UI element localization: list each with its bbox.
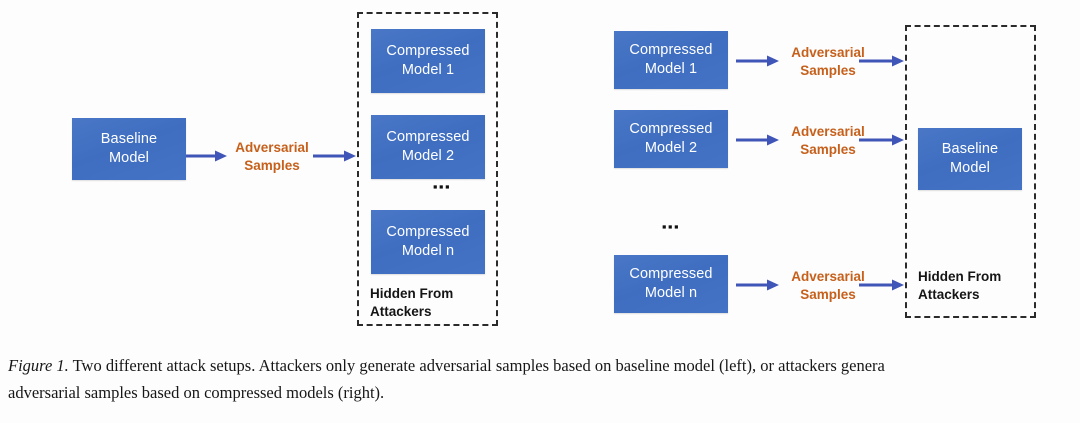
figure-caption-line2: adversarial samples based on compressed … — [8, 383, 385, 403]
right-arrow-model2-to-samples — [736, 133, 780, 147]
right-arrow-samples2-to-baseline — [859, 133, 905, 147]
left-arrow-samples-to-hidden-box — [313, 149, 357, 163]
left-compressed-model-2-line2: Model 2 — [401, 148, 455, 164]
right-adversarial-samples-2-line1: Adversarial — [791, 124, 865, 139]
left-adversarial-samples-line2: Samples — [244, 157, 300, 173]
left-ellipsis: ▪▪▪ — [432, 179, 452, 194]
left-compressed-model-2-box: Compressed Model 2 — [371, 115, 485, 179]
right-compressed-model-1-line2: Model 1 — [644, 61, 698, 77]
left-baseline-model-line1: Baseline — [100, 131, 158, 148]
right-compressed-model-2-box: Compressed Model 2 — [614, 110, 728, 168]
right-adversarial-samples-2-line2: Samples — [800, 141, 856, 157]
right-adversarial-samples-label-3: Adversarial Samples — [778, 268, 878, 303]
right-hidden-label-line1: Hidden From — [918, 269, 1002, 284]
right-adversarial-samples-label-1: Adversarial Samples — [778, 44, 878, 79]
left-baseline-model-line2: Model — [109, 150, 149, 166]
right-adversarial-samples-3-line1: Adversarial — [791, 269, 865, 284]
right-compressed-model-1-box: Compressed Model 1 — [614, 31, 728, 89]
right-baseline-model-line1: Baseline — [941, 141, 999, 158]
left-compressed-model-n-line1: Compressed — [386, 224, 470, 241]
right-compressed-model-n-box: Compressed Model n — [614, 255, 728, 313]
left-adversarial-samples-line1: Adversarial — [235, 140, 309, 155]
right-baseline-model-line2: Model — [950, 160, 990, 176]
left-hidden-from-attackers-label: Hidden From Attackers — [370, 285, 453, 321]
left-hidden-label-line1: Hidden From — [370, 286, 454, 301]
right-ellipsis: ▪▪▪ — [661, 219, 681, 234]
left-compressed-model-1-line1: Compressed — [386, 43, 470, 60]
right-compressed-model-2-line1: Compressed — [629, 121, 713, 138]
right-hidden-label-line2: Attackers — [918, 286, 980, 302]
figure-caption: Figure 1. Two different attack setups. A… — [8, 352, 1080, 406]
left-compressed-model-1-box: Compressed Model 1 — [371, 29, 485, 93]
right-baseline-model-box: Baseline Model — [918, 128, 1022, 190]
right-arrow-samplesn-to-baseline — [859, 278, 905, 292]
left-compressed-model-n-box: Compressed Model n — [371, 210, 485, 274]
figure-diagram: Baseline Model Adversarial Samples Compr… — [72, 12, 1036, 326]
right-arrow-samples1-to-baseline — [859, 54, 905, 68]
right-compressed-model-n-line1: Compressed — [629, 266, 713, 283]
left-baseline-model-box: Baseline Model — [72, 118, 186, 180]
figure-caption-number: Figure 1. — [8, 356, 69, 375]
right-hidden-from-attackers-label: Hidden From Attackers — [918, 268, 1001, 304]
right-adversarial-samples-label-2: Adversarial Samples — [778, 123, 878, 158]
right-arrow-modeln-to-samples — [736, 278, 780, 292]
left-adversarial-samples-label: Adversarial Samples — [222, 139, 322, 174]
left-hidden-from-attackers-box — [357, 12, 498, 326]
right-compressed-model-n-line2: Model n — [644, 285, 698, 301]
left-arrow-baseline-to-samples — [186, 149, 228, 163]
left-compressed-model-1-line2: Model 1 — [401, 62, 455, 78]
right-compressed-model-1-line1: Compressed — [629, 42, 713, 59]
left-compressed-model-2-line1: Compressed — [386, 129, 470, 146]
left-hidden-label-line2: Attackers — [370, 303, 432, 319]
right-arrow-model1-to-samples — [736, 54, 780, 68]
right-compressed-model-2-line2: Model 2 — [644, 140, 698, 156]
right-adversarial-samples-3-line2: Samples — [800, 286, 856, 302]
right-adversarial-samples-1-line1: Adversarial — [791, 45, 865, 60]
left-compressed-model-n-line2: Model n — [401, 243, 455, 259]
right-adversarial-samples-1-line2: Samples — [800, 62, 856, 78]
right-hidden-from-attackers-box — [905, 25, 1036, 318]
figure-caption-line1: Two different attack setups. Attackers o… — [68, 356, 885, 375]
